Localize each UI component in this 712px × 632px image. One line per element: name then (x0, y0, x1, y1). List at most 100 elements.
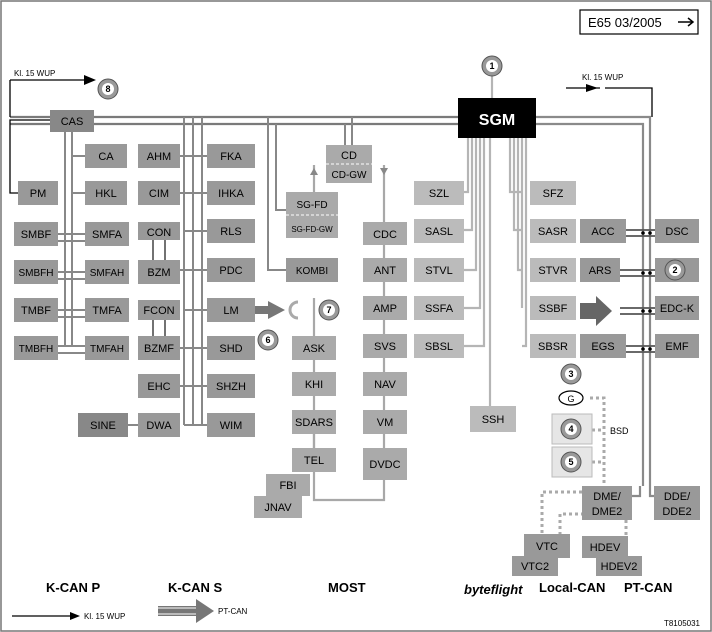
byteflight-nodes: SZL SASL STVL SSFA SBSL SSH SFZ SASR STV… (414, 181, 576, 432)
svg-text:5: 5 (568, 457, 573, 467)
bsd-label: BSD (610, 426, 629, 436)
legend-kcanp-arrow-icon (70, 612, 80, 620)
sgm-node (458, 98, 536, 138)
node-fbi: FBI (279, 480, 296, 492)
pt-can-nodes: ACC DSC ARS EDC-K EGS EMF DME/ DME2 DDE/… (512, 219, 700, 576)
node-dde: DDE/ (664, 491, 691, 503)
node-kombi: KOMBI (296, 266, 328, 277)
node-ars: ARS (589, 265, 612, 277)
legend-localcan: Local-CAN (539, 580, 605, 595)
optical-connector-icon (288, 300, 299, 320)
node-tmfah: TMFAH (90, 344, 124, 355)
node-ssfa: SSFA (425, 303, 454, 315)
node-cd: CD (341, 150, 357, 162)
node-tmbfh: TMBFH (19, 344, 53, 355)
lm-kcans-arrow-icon (255, 301, 285, 319)
node-smbf: SMBF (21, 229, 52, 241)
node-fcon: FCON (143, 305, 174, 317)
node-dme: DME/ (593, 491, 621, 503)
node-vtc: VTC (536, 541, 558, 553)
callout-6: 6 (257, 329, 279, 351)
node-cdgw: CD-GW (332, 170, 368, 181)
node-tmfa: TMFA (92, 305, 122, 317)
node-lm: LM (223, 305, 238, 317)
svg-text:1: 1 (489, 61, 494, 71)
callouts: 1 2 3 4 5 6 7 8 (97, 55, 686, 473)
callout-2: 2 (664, 259, 686, 281)
node-smfah: SMFAH (90, 268, 124, 279)
node-amp: AMP (373, 303, 397, 315)
node-ask: ASK (303, 343, 326, 355)
node-tmbf: TMBF (21, 305, 51, 317)
node-cdc: CDC (373, 229, 397, 241)
node-pdc: PDC (219, 265, 242, 277)
node-ant: ANT (374, 265, 396, 277)
callout-1: 1 (481, 55, 503, 77)
legend-wup-label: Kl. 15 WUP (84, 612, 125, 621)
node-rls: RLS (220, 226, 241, 238)
sgm-label: SGM (479, 112, 515, 129)
node-sbsr: SBSR (538, 341, 568, 353)
callout-3: 3 (560, 363, 582, 385)
node-sdars: SDARS (295, 417, 333, 429)
node-sfz: SFZ (543, 188, 564, 200)
node-sasr: SASR (538, 226, 568, 238)
generator-label: G (567, 394, 574, 404)
svg-text:7: 7 (326, 305, 331, 315)
callout-8: 8 (97, 78, 119, 100)
node-nav: NAV (374, 379, 396, 391)
node-vtc2: VTC2 (521, 561, 549, 573)
node-ehc: EHC (147, 381, 170, 393)
most-nodes: CDC ANT AMP SVS NAV VM DVDC ASK KHI SDAR… (254, 222, 407, 518)
callout-5: 5 (560, 451, 582, 473)
legend-most: MOST (328, 580, 366, 595)
node-shd: SHD (219, 343, 242, 355)
node-bzm: BZM (147, 267, 170, 279)
node-wim: WIM (220, 420, 243, 432)
title-arrow-icon (678, 17, 695, 27)
node-tel: TEL (304, 455, 324, 467)
node-sgfd: SG-FD (296, 200, 327, 211)
svg-text:3: 3 (568, 369, 573, 379)
bus-lines (9, 60, 655, 536)
node-bzmf: BZMF (144, 343, 174, 355)
generator-icon (558, 390, 584, 406)
legend-byteflight: byteflight (464, 582, 523, 597)
node-dvdc: DVDC (369, 459, 400, 471)
k-can-nodes: CAS CA AHM FKA PM HKL CIM IHKA SMBF SMFA… (14, 110, 255, 437)
node-ahm: AHM (147, 151, 171, 163)
node-khi: KHI (305, 379, 323, 391)
node-fka: FKA (220, 151, 242, 163)
node-cas: CAS (61, 116, 84, 128)
node-cim: CIM (149, 188, 169, 200)
title-text: E65 03/2005 (588, 15, 662, 30)
callout-7: 7 (318, 299, 340, 321)
legend-kcanp: K-CAN P (46, 580, 100, 595)
node-egs: EGS (591, 341, 614, 353)
node-sine: SINE (90, 420, 116, 432)
svg-text:6: 6 (265, 335, 270, 345)
wup-right-label: Kl. 15 WUP (582, 73, 623, 82)
node-smfa: SMFA (92, 229, 123, 241)
node-pm: PM (30, 188, 47, 200)
callout-4: 4 (560, 418, 582, 440)
node-ssbf: SSBF (539, 303, 568, 315)
node-sbsl: SBSL (425, 341, 453, 353)
node-stvl: STVL (425, 265, 453, 277)
svg-text:8: 8 (105, 84, 110, 94)
most-gateway-nodes: SG-FD SG-FD-GW KOMBI CD CD-GW (286, 145, 388, 282)
node-smbfh: SMBFH (19, 268, 54, 279)
node-ca: CA (98, 151, 114, 163)
node-szl: SZL (429, 188, 449, 200)
node-ssh: SSH (482, 414, 505, 426)
legend-ptcan: PT-CAN (624, 580, 672, 595)
title-box: E65 03/2005 (579, 9, 699, 35)
ssbf-ptcan-arrow-icon (580, 296, 612, 326)
node-emf: EMF (665, 341, 689, 353)
node-hdev: HDEV (590, 542, 621, 554)
node-vm: VM (377, 417, 394, 429)
legend-kcans: K-CAN S (168, 580, 222, 595)
node-hdev2: HDEV2 (601, 561, 638, 573)
